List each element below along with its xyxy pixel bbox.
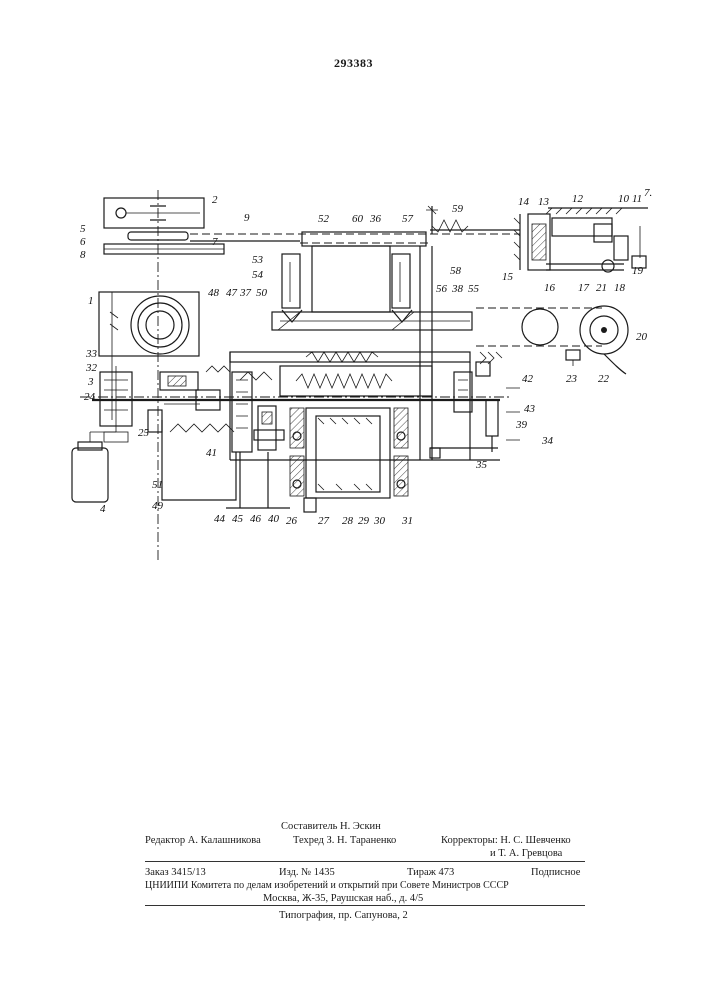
imprint-correctors-2: и Т. А. Гревцова bbox=[490, 847, 562, 860]
spring-41 bbox=[170, 424, 234, 432]
label-38: 38 bbox=[451, 283, 464, 295]
label-49: 49 bbox=[152, 500, 164, 512]
imprint-edition: Изд. № 1435 bbox=[279, 866, 335, 879]
belt-drive bbox=[476, 306, 628, 374]
label-25: 25 bbox=[138, 427, 150, 439]
label-20: 20 bbox=[636, 331, 648, 343]
right-assembly bbox=[514, 208, 648, 272]
label-55: 55 bbox=[468, 283, 480, 295]
label-41: 41 bbox=[206, 447, 217, 459]
label-8: 8 bbox=[80, 249, 86, 261]
label-52: 52 bbox=[318, 213, 330, 225]
label-46: 46 bbox=[250, 513, 262, 525]
label-34: 34 bbox=[541, 435, 554, 447]
imprint-techred: Техред З. Н. Тараненко bbox=[293, 834, 396, 847]
label-36: 36 bbox=[369, 213, 382, 225]
label-58: 58 bbox=[450, 265, 462, 277]
label-51: 51 bbox=[152, 479, 163, 491]
label-11: 11 bbox=[632, 193, 642, 205]
label-9: 9 bbox=[244, 212, 250, 224]
crank-block bbox=[104, 190, 224, 560]
imprint-editor: Редактор А. Калашникова bbox=[145, 834, 261, 847]
label-19: 19 bbox=[632, 265, 644, 277]
label-40: 40 bbox=[268, 513, 280, 525]
label-10: 10 bbox=[618, 193, 630, 205]
imprint-rule-1 bbox=[145, 861, 585, 862]
label-13: 13 bbox=[538, 196, 550, 208]
label-14: 14 bbox=[518, 196, 530, 208]
label-60: 60 bbox=[352, 213, 364, 225]
label-27: 27 bbox=[318, 515, 330, 527]
label-53: 53 bbox=[252, 254, 264, 266]
imprint-institute-2: Москва, Ж-35, Раушская наб., д. 4/5 bbox=[263, 892, 423, 905]
label-39: 39 bbox=[515, 419, 528, 431]
label-16: 16 bbox=[544, 282, 556, 294]
label-30: 30 bbox=[373, 515, 386, 527]
imprint-rule-2 bbox=[145, 905, 585, 906]
label-28: 28 bbox=[342, 515, 354, 527]
imprint-correctors-1: Корректоры: Н. С. Шевченко bbox=[441, 834, 571, 847]
label-32: 32 bbox=[85, 362, 98, 374]
label-48: 48 bbox=[208, 287, 220, 299]
label-54: 54 bbox=[252, 269, 264, 281]
coupling bbox=[160, 372, 220, 410]
label-44: 44 bbox=[214, 513, 226, 525]
imprint-order: Заказ 3415/13 bbox=[145, 866, 206, 879]
label-31: 31 bbox=[401, 515, 413, 527]
label-59: 59 bbox=[452, 203, 464, 215]
label-15: 15 bbox=[502, 271, 514, 283]
label-5: 5 bbox=[80, 223, 86, 235]
label-56: 56 bbox=[436, 283, 448, 295]
label-7: 7 bbox=[212, 236, 218, 248]
label-18: 18 bbox=[614, 282, 626, 294]
label-21: 21 bbox=[596, 282, 607, 294]
label-2: 2 bbox=[212, 194, 218, 206]
imprint-subscription: Подписное bbox=[531, 866, 580, 879]
label-42: 42 bbox=[522, 373, 534, 385]
label-26: 26 bbox=[286, 515, 298, 527]
label-43: 43 bbox=[524, 403, 536, 415]
frame-49 bbox=[162, 420, 236, 500]
label-50: 50 bbox=[256, 287, 268, 299]
imprint-printing: Типография, пр. Сапунова, 2 bbox=[279, 909, 408, 922]
imprint-circulation: Тираж 473 bbox=[407, 866, 454, 879]
label-37: 37 bbox=[239, 287, 252, 299]
technical-drawing: 2 5 6 7 8 9 1 33 32 3 24 25 4 48 47 37 5… bbox=[0, 0, 707, 800]
label-23: 23 bbox=[566, 373, 578, 385]
label-4: 4 bbox=[100, 503, 106, 515]
label-1: 1 bbox=[88, 295, 94, 307]
main-shaft bbox=[80, 397, 512, 400]
label-29: 29 bbox=[358, 515, 370, 527]
imprint-compiler: Составитель Н. Эскин bbox=[281, 820, 381, 833]
label-24: 24 bbox=[84, 391, 96, 403]
label-17: 17 bbox=[578, 282, 590, 294]
label-22: 22 bbox=[598, 373, 610, 385]
imprint-institute-1: ЦНИИПИ Комитета по делам изобретений и о… bbox=[145, 879, 509, 892]
label-12: 12 bbox=[572, 193, 584, 205]
label-33: 33 bbox=[85, 348, 98, 360]
label-6: 6 bbox=[80, 236, 86, 248]
right-mechanism bbox=[430, 352, 520, 458]
label-3: 3 bbox=[87, 376, 94, 388]
label-57: 57 bbox=[402, 213, 414, 225]
label-47: 47 bbox=[226, 287, 238, 299]
label-35: 35 bbox=[475, 459, 488, 471]
label-7b: 7. bbox=[644, 187, 652, 199]
label-45: 45 bbox=[232, 513, 244, 525]
spring-48 bbox=[206, 366, 230, 372]
